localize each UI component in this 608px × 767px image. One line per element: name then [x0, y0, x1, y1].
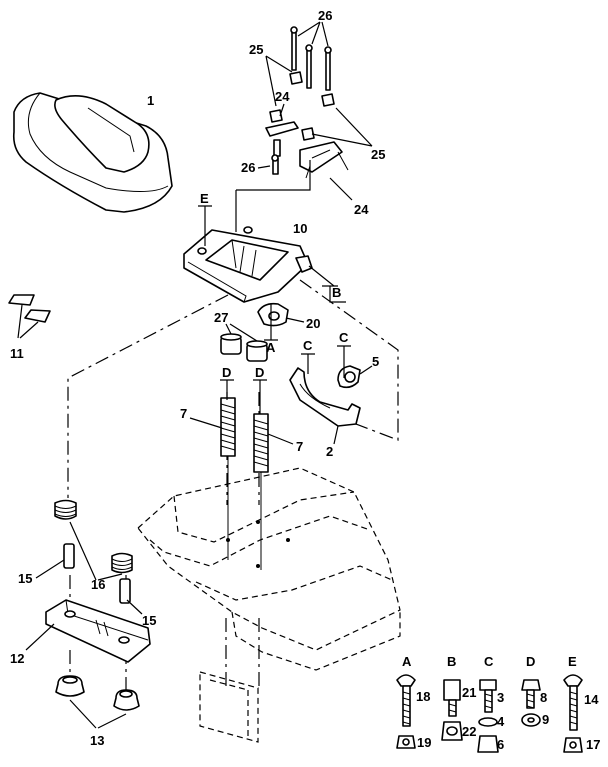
u-bracket	[289, 367, 361, 445]
callout-10: 10	[293, 221, 307, 236]
shifter-base-plate	[183, 226, 335, 303]
callout-18: 18	[416, 689, 430, 704]
callout-25-right: 25	[371, 147, 385, 162]
callout-26-top: 26	[318, 8, 332, 23]
callout-6: 6	[497, 737, 504, 752]
callout-14: 14	[584, 692, 599, 707]
callout-24-right: 24	[354, 202, 369, 217]
callout-13: 13	[90, 733, 104, 748]
legend-headers: A B C D E	[402, 654, 577, 669]
legend-e-hardware	[563, 674, 583, 753]
rubber-isolators	[55, 675, 140, 729]
reference-flags	[198, 205, 351, 414]
legend-header-e: E	[568, 654, 577, 669]
callout-7-right: 7	[296, 439, 303, 454]
reference-letters: E B A C C D D	[200, 191, 349, 380]
seat-pads	[8, 294, 51, 339]
legend-header-a: A	[402, 654, 412, 669]
callout-25-top: 25	[249, 42, 263, 57]
seat-cushion	[12, 92, 173, 213]
shift-rods	[189, 397, 294, 570]
lower-mounting-plate	[25, 599, 151, 663]
legend-header-c: C	[484, 654, 494, 669]
legend-header-b: B	[447, 654, 456, 669]
springs-and-pins	[35, 499, 143, 615]
callout-24-top: 24	[275, 89, 290, 104]
transmission-housing-outline	[137, 467, 401, 743]
callout-15-right: 15	[142, 613, 156, 628]
top-hardware	[235, 21, 373, 232]
callout-17: 17	[586, 737, 600, 752]
callout-20: 20	[306, 316, 320, 331]
ref-letter-e: E	[200, 191, 209, 206]
legend-header-d: D	[526, 654, 535, 669]
ref-letter-d-left: D	[222, 365, 231, 380]
callout-2: 2	[326, 444, 333, 459]
callout-21: 21	[462, 685, 476, 700]
callout-9: 9	[542, 712, 549, 727]
bushings	[220, 323, 268, 362]
callout-5: 5	[372, 354, 379, 369]
ref-letter-b: B	[332, 285, 341, 300]
callout-15-left: 15	[18, 571, 32, 586]
ref-letter-a: A	[266, 340, 276, 355]
ref-letter-c-right: C	[339, 330, 349, 345]
legend-b-hardware	[441, 679, 463, 741]
callout-22: 22	[462, 724, 476, 739]
callout-12: 12	[10, 651, 24, 666]
ref-letter-c-left: C	[303, 338, 313, 353]
callout-1: 1	[147, 93, 154, 108]
hardware-legend	[396, 674, 583, 753]
callout-27: 27	[214, 310, 228, 325]
callout-3: 3	[497, 690, 504, 705]
callout-labels: 1 26 25 24 25 26 24 10 20 27 5 2 7 7 11 …	[10, 8, 600, 752]
legend-c-hardware	[477, 679, 499, 753]
shifter-clamp-bracket	[257, 302, 305, 327]
callout-19: 19	[417, 735, 431, 750]
callout-11: 11	[10, 346, 24, 361]
spring-clip	[337, 365, 373, 389]
ref-letter-d-right: D	[255, 365, 264, 380]
callout-8: 8	[540, 690, 547, 705]
legend-d-hardware	[521, 679, 541, 727]
legend-a-hardware	[396, 674, 416, 749]
callout-7-left: 7	[180, 406, 187, 421]
callout-26-left: 26	[241, 160, 255, 175]
callout-16: 16	[91, 577, 105, 592]
callout-4: 4	[497, 714, 505, 729]
